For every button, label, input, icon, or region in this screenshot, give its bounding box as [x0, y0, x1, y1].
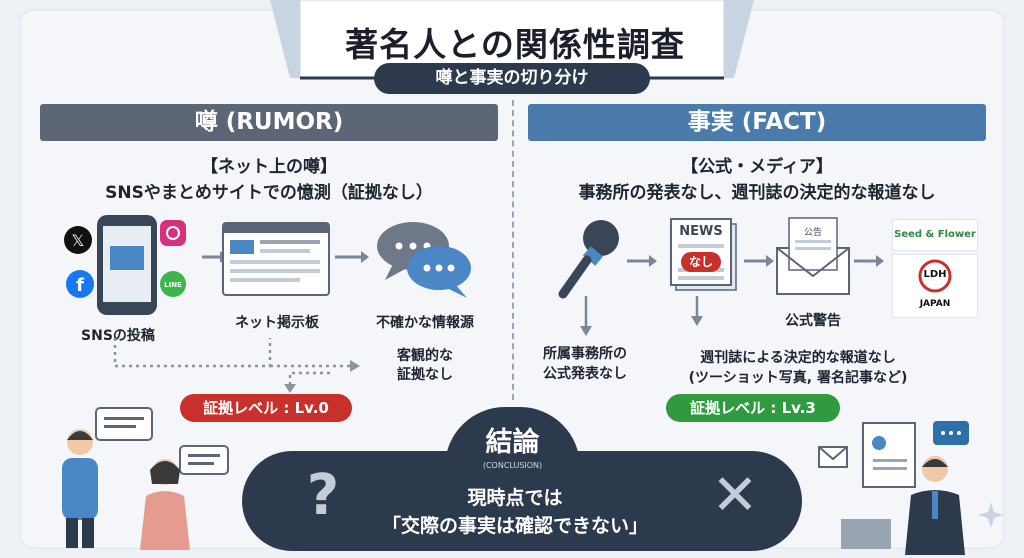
arrow-icon	[335, 251, 369, 263]
speech-bubbles-icon	[377, 222, 471, 298]
ldh-logo-mark	[918, 259, 952, 293]
ldh-logo-text: LDH	[923, 269, 947, 280]
seed-flower-logo: Seed & Flower	[892, 219, 978, 251]
fact-note-weekly-line2: (ツーショット写真, 署名記事など)	[688, 370, 908, 386]
rumor-note-line1: 客観的な	[397, 348, 453, 364]
ldh-japan-logo: LDH JAPAN	[892, 254, 978, 318]
envelope-notice-icon	[776, 217, 850, 295]
conclusion-title: 結論	[485, 427, 540, 458]
ldh-logo-sub: JAPAN	[919, 299, 951, 309]
rumor-heading: 【ネット上の噂】	[201, 157, 337, 177]
fact-heading: 【公式・メディア】	[681, 157, 833, 177]
conclusion-line1: 現時点では	[467, 487, 563, 509]
sns-phone-icon: 𝕏 f LINE	[64, 215, 186, 315]
question-mark-icon: ?	[306, 463, 340, 528]
conclusion-line2: 「交際の事実は確認できない」	[381, 515, 648, 537]
sparkle-icon	[978, 502, 1004, 528]
arrow-icon	[744, 255, 774, 267]
arrow-icon	[854, 255, 884, 267]
businessman-illustration	[818, 421, 969, 555]
rumor-note-line2: 証拠なし	[397, 367, 453, 383]
rumor-evidence-badge: 証拠レベル : Lv.0	[180, 394, 352, 422]
newspaper-stamp: なし	[681, 252, 721, 272]
svg-text:𝕏: 𝕏	[72, 231, 85, 250]
step-sns-post-label: SNSの投稿	[81, 328, 155, 344]
step-forum-label: ネット掲示板	[235, 315, 319, 331]
newspaper-title: NEWS	[679, 224, 723, 239]
microphone-icon	[558, 220, 619, 299]
svg-text:f: f	[76, 275, 84, 296]
fact-description: 事務所の発表なし、週刊誌の決定的な報道なし	[578, 183, 936, 203]
cross-mark-icon: ✕	[711, 463, 759, 528]
fact-note-weekly-line1: 週刊誌による決定的な報道なし	[700, 350, 896, 366]
rumor-header: 噂 (RUMOR)	[40, 104, 498, 141]
step-unreliable-source-label: 不確かな情報源	[376, 315, 474, 331]
page-title: 著名人との関係性調査	[345, 25, 685, 64]
fact-header: 事実 (FACT)	[528, 104, 986, 141]
forum-board-icon	[222, 222, 330, 296]
svg-text:LINE: LINE	[164, 281, 182, 289]
center-divider	[512, 100, 514, 400]
arrow-icon	[627, 255, 657, 267]
down-arrows	[580, 296, 703, 336]
fact-evidence-badge: 証拠レベル : Lv.3	[666, 394, 840, 422]
notice-label: 公告	[803, 228, 822, 238]
dotted-flow-arrows	[113, 338, 360, 393]
page-subtitle: 噂と事実の切り分け	[374, 63, 650, 94]
official-warning-label: 公式警告	[785, 313, 841, 329]
rumor-description: SNSやまとめサイトでの憶測（証拠なし）	[105, 183, 433, 203]
fact-note-office-line2: 公式発表なし	[543, 366, 627, 382]
conclusion-subtitle-en: (CONCLUSION)	[482, 461, 543, 470]
fact-note-office-line1: 所属事務所の	[543, 346, 627, 362]
discussing-people-illustration	[62, 407, 229, 550]
